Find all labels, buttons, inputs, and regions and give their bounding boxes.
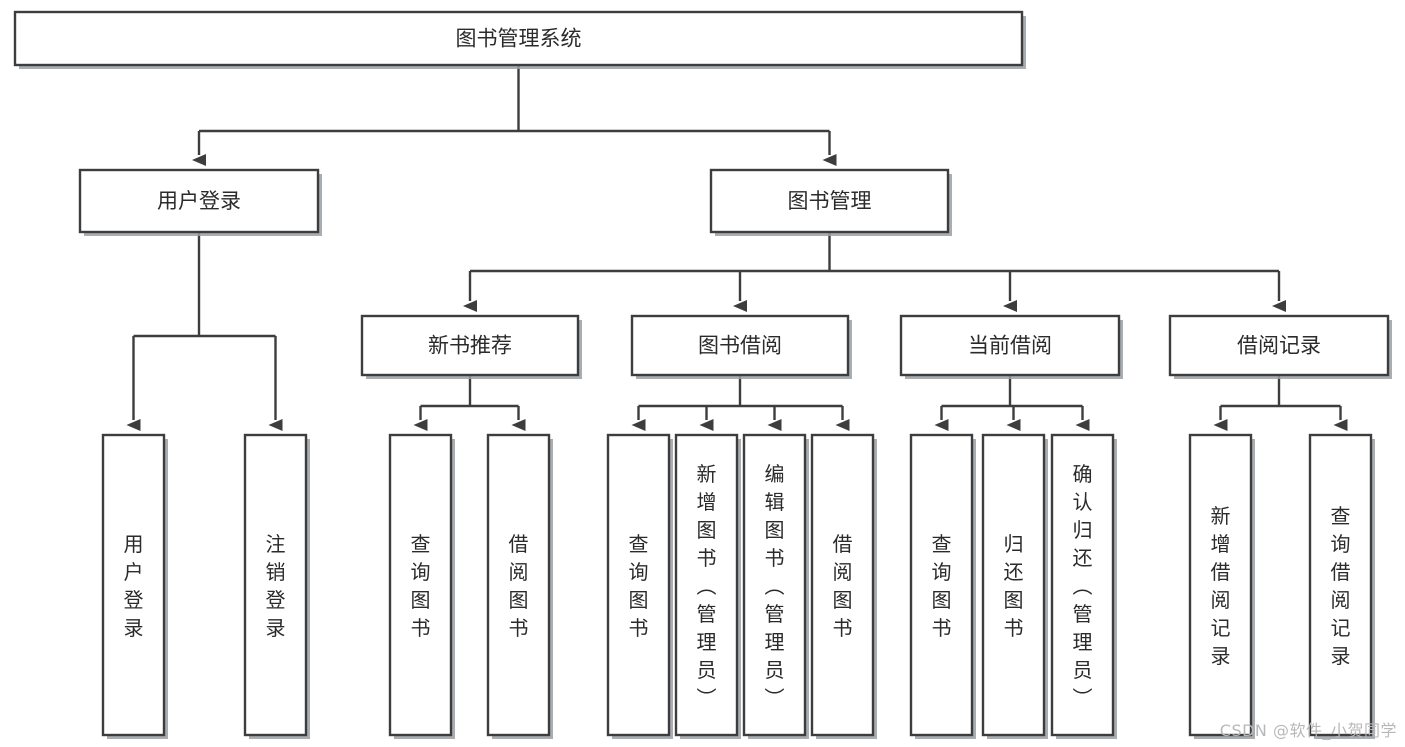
node-leaf-confirm-return[interactable]: 确认归还︵管理员︶ (1050, 433, 1117, 739)
node-label: 编辑图书︵管理员︶ (765, 462, 785, 710)
node-label: 图书管理系统 (456, 27, 582, 51)
node-outline (1308, 433, 1373, 737)
node-leaf-query-book-2[interactable]: 查询图书 (606, 433, 673, 739)
node-user-login[interactable]: 用户登录 (78, 168, 322, 236)
node-leaf-query-book-1[interactable]: 查询图书 (388, 433, 455, 739)
node-label: 确认归还︵管理员︶ (1073, 462, 1093, 710)
node-outline (13, 10, 1024, 67)
node-label: 新增图书︵管理员︶ (697, 462, 717, 710)
node-leaf-logout[interactable]: 注销登录 (243, 433, 310, 739)
node-outline (388, 433, 453, 737)
node-outline (709, 168, 950, 234)
node-outline (674, 433, 739, 737)
node-leaf-user-login[interactable]: 用户登录 (101, 433, 168, 739)
node-outline (486, 433, 551, 737)
node-outline (78, 168, 320, 234)
node-leaf-borrow-book-2[interactable]: 借阅图书 (810, 433, 877, 739)
node-outline (742, 433, 807, 737)
node-label: 注销登录 (266, 532, 286, 640)
node-label: 新增借阅记录 (1211, 504, 1231, 668)
node-boxes: 图书管理系统用户登录图书管理新书推荐图书借阅当前借阅借阅记录用户登录注销登录查询… (13, 10, 1392, 739)
node-label: 查询图书 (411, 532, 431, 640)
node-new-book-rec[interactable]: 新书推荐 (360, 314, 582, 379)
node-label: 借阅图书 (509, 532, 529, 640)
node-label: 查询图书 (932, 532, 952, 640)
node-leaf-borrow-book-1[interactable]: 借阅图书 (486, 433, 553, 739)
node-label: 图书管理 (788, 189, 872, 213)
node-outline (1168, 314, 1390, 377)
node-label: 用户登录 (157, 189, 241, 213)
node-label: 图书借阅 (698, 334, 782, 358)
node-outline (630, 314, 850, 377)
node-current-borrow[interactable]: 当前借阅 (899, 314, 1123, 379)
node-outline (606, 433, 671, 737)
node-leaf-add-book[interactable]: 新增图书︵管理员︶ (674, 433, 741, 739)
node-leaf-return-book[interactable]: 归还图书 (981, 433, 1048, 739)
node-outline (981, 433, 1046, 737)
node-book-manage[interactable]: 图书管理 (709, 168, 952, 236)
node-root[interactable]: 图书管理系统 (13, 10, 1026, 69)
node-outline (243, 433, 308, 737)
node-label: 用户登录 (124, 532, 144, 640)
node-label: 查询图书 (629, 532, 649, 640)
node-leaf-query-record[interactable]: 查询借阅记录 (1308, 433, 1375, 739)
node-leaf-query-book-3[interactable]: 查询图书 (909, 433, 976, 739)
node-outline (1188, 433, 1253, 737)
node-outline (360, 314, 580, 377)
node-outline (101, 433, 166, 737)
node-label: 当前借阅 (968, 334, 1052, 358)
node-book-borrow[interactable]: 图书借阅 (630, 314, 852, 379)
node-outline (810, 433, 875, 737)
node-outline (1050, 433, 1115, 737)
node-outline (899, 314, 1121, 377)
node-outline (909, 433, 974, 737)
node-label: 新书推荐 (428, 334, 512, 358)
node-borrow-record[interactable]: 借阅记录 (1168, 314, 1392, 379)
node-label: 借阅记录 (1237, 334, 1321, 358)
node-leaf-add-record[interactable]: 新增借阅记录 (1188, 433, 1255, 739)
node-label: 查询借阅记录 (1331, 504, 1351, 668)
node-label: 借阅图书 (833, 532, 853, 640)
node-leaf-edit-book[interactable]: 编辑图书︵管理员︶ (742, 433, 809, 739)
node-label: 归还图书 (1004, 532, 1024, 640)
connector-lines (126, 65, 1348, 431)
